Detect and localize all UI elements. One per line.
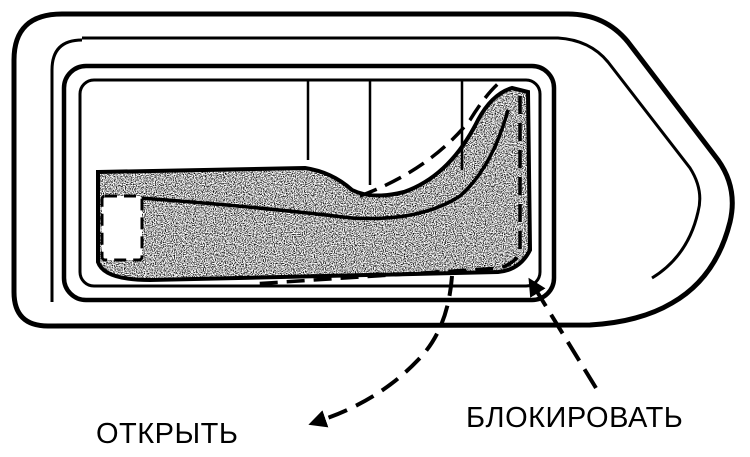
lock-arrow [528,277,598,390]
lever-inner-edge [139,109,510,221]
lever-locked-dashed [251,96,522,286]
inner-trim-line [82,36,702,280]
open-arrow [308,275,454,428]
handle-outline [96,85,533,283]
handle-body-shading [98,88,530,280]
recess-frame-inner [78,78,542,288]
open-label: ОТКРЫТЬ [96,418,239,450]
finger-grip-dashed [100,194,144,262]
lock-label: БЛОКИРОВАТЬ [466,402,684,434]
recess-frame-outer [61,63,557,303]
lever-pulled-dashed [359,80,502,198]
outer-trim-outline [11,11,735,329]
inner-trim-left [50,38,83,302]
